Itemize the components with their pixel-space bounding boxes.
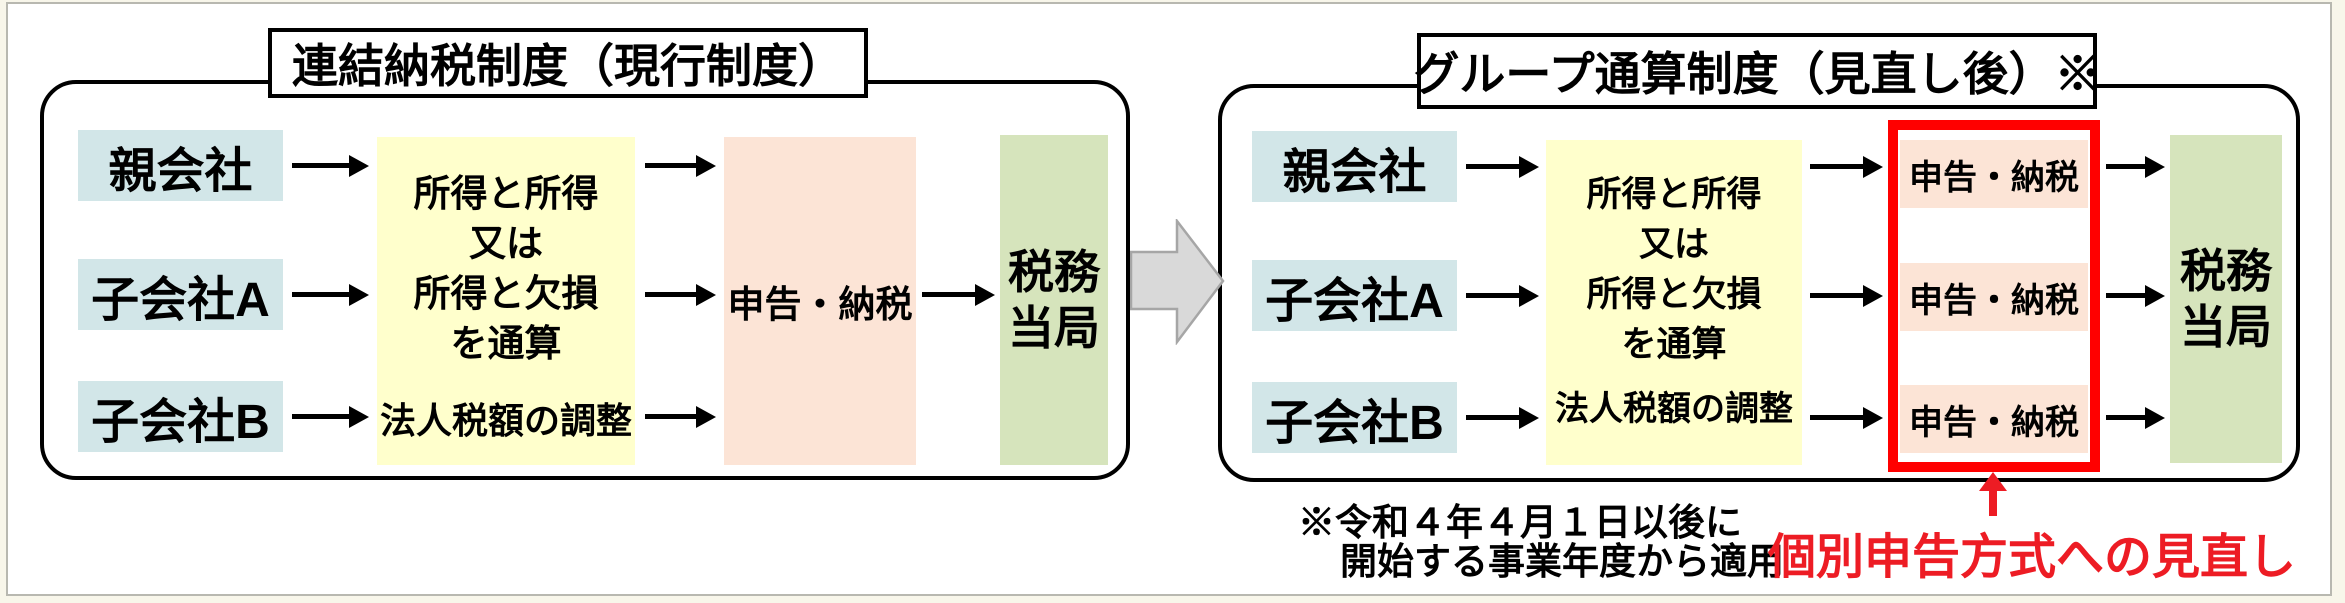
right-process-box: 所得と所得 又は 所得と欠損 を通算 法人税額の調整: [1546, 140, 1802, 465]
left-subsidiary-a-box: 子会社A: [78, 259, 283, 330]
left-subsidiary-b-box: 子会社B: [78, 381, 283, 452]
red-up-arrow-shaft: [1989, 490, 1997, 516]
left-arrow-process-to-filing-2-icon: [645, 292, 697, 297]
left-arrow-subb-to-process-icon: [292, 414, 350, 419]
right-arrow-parent-to-process-icon: [1466, 164, 1520, 169]
individual-filing-note: 個別申告方式への見直し: [1768, 531, 2297, 584]
right-filing-box-2: 申告・納税: [1900, 263, 2088, 331]
left-arrow-parent-to-process-icon: [292, 163, 350, 168]
right-arrow-suba-to-process-icon: [1466, 293, 1520, 298]
individual-filing-highlight-frame: [1888, 120, 2100, 472]
right-subsidiary-b-box: 子会社B: [1252, 382, 1457, 453]
right-process-text: 所得と所得 又は 所得と欠損 を通算: [1586, 175, 1762, 364]
transition-block-arrow-icon: [1130, 219, 1225, 345]
right-arrow-filing-to-authority-3-icon: [2106, 415, 2146, 420]
left-adjust-label: 法人税額の調整: [379, 400, 632, 441]
left-arrow-process-to-filing-1-icon: [645, 163, 697, 168]
red-up-arrow-icon: [1979, 472, 2007, 491]
right-arrow-filing-to-authority-1-icon: [2106, 164, 2146, 169]
right-arrow-subb-to-process-icon: [1466, 415, 1520, 420]
right-panel-title: グループ通算制度（見直し後）※: [1413, 33, 2101, 109]
right-filing-box-3: 申告・納税: [1900, 385, 2088, 453]
application-footnote-line2: 開始する事業年度から適用: [1340, 541, 1784, 582]
left-process-box: 所得と所得 又は 所得と欠損 を通算 法人税額の調整: [377, 137, 635, 465]
right-filing-box-1: 申告・納税: [1900, 140, 2088, 208]
right-tax-authority-box: 税務 当局: [2170, 135, 2282, 463]
right-arrow-process-to-filing-2-icon: [1810, 293, 1864, 298]
right-arrow-process-to-filing-1-icon: [1810, 164, 1864, 169]
left-process-text: 所得と所得 又は 所得と欠損 を通算: [413, 173, 599, 364]
left-parent-company-box: 親会社: [78, 130, 283, 201]
left-filing-box: 申告・納税: [724, 137, 916, 465]
right-parent-company-box: 親会社: [1252, 131, 1457, 202]
right-adjust-label: 法人税額の調整: [1555, 390, 1793, 428]
right-arrow-filing-to-authority-2-icon: [2106, 293, 2146, 298]
left-panel-title: 連結納税制度（現行制度）: [268, 28, 868, 98]
left-arrow-filing-to-authority-icon: [922, 292, 976, 297]
left-arrow-suba-to-process-icon: [292, 292, 350, 297]
right-subsidiary-a-box: 子会社A: [1252, 260, 1457, 331]
application-footnote-line1: ※令和４年４月１日以後に: [1298, 502, 1742, 543]
left-arrow-process-to-filing-3-icon: [645, 414, 697, 419]
left-tax-authority-box: 税務 当局: [1000, 135, 1108, 465]
right-arrow-process-to-filing-3-icon: [1810, 415, 1864, 420]
